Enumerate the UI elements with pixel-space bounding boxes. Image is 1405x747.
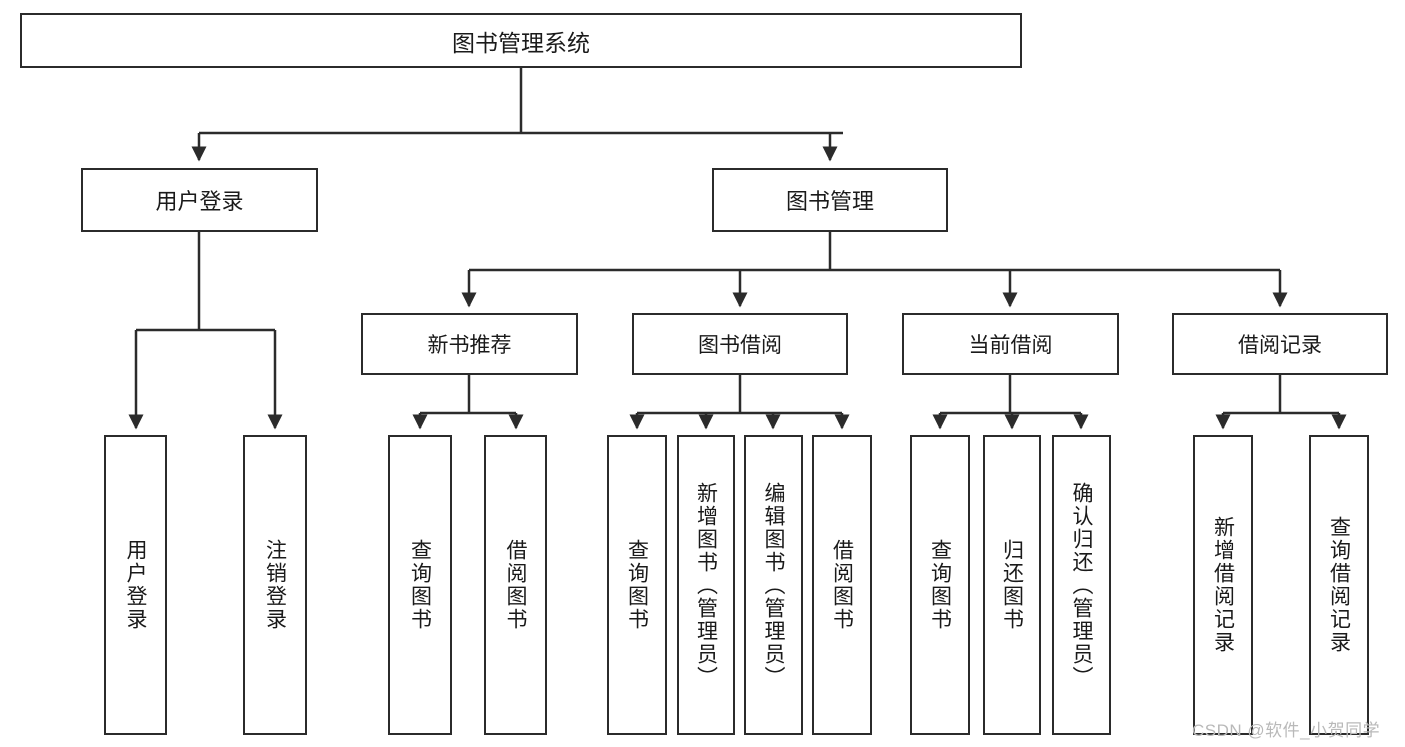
node-root-label: 图书管理系统 [452,29,590,56]
node-leaf-query-record[interactable]: 查询借阅记录 [1309,435,1369,735]
node-leaf-query-book-rec[interactable]: 查询图书 [388,435,452,735]
node-leaf-user-login[interactable]: 用户登录 [104,435,167,735]
node-leaf-borrow-book-bor-label: 借阅图书 [830,539,854,631]
node-new-book-recommend[interactable]: 新书推荐 [361,313,578,375]
node-leaf-query-record-label: 查询借阅记录 [1327,516,1351,654]
node-book-borrow[interactable]: 图书借阅 [632,313,848,375]
node-leaf-confirm-return-label: 确认归还（管理员） [1070,481,1093,689]
node-leaf-query-book-rec-label: 查询图书 [408,539,432,631]
node-book-manage-label: 图书管理 [785,189,874,214]
node-current-borrow[interactable]: 当前借阅 [902,313,1119,375]
node-book-borrow-label: 图书借阅 [698,334,782,357]
node-leaf-user-logout-label: 注销登录 [263,539,287,631]
node-leaf-query-book-cur[interactable]: 查询图书 [910,435,970,735]
node-leaf-edit-book[interactable]: 编辑图书（管理员） [744,435,803,735]
node-leaf-return-book[interactable]: 归还图书 [983,435,1041,735]
node-user-login[interactable]: 用户登录 [81,168,318,232]
node-new-book-recommend-label: 新书推荐 [427,334,512,357]
node-leaf-user-login-label: 用户登录 [124,539,147,631]
node-book-manage[interactable]: 图书管理 [712,168,948,232]
node-leaf-add-book-label: 新增图书（管理员） [694,481,718,689]
node-leaf-confirm-return[interactable]: 确认归还（管理员） [1052,435,1111,735]
node-leaf-borrow-book-bor[interactable]: 借阅图书 [812,435,872,735]
watermark: CSDN @软件_小贺同学 [1192,721,1381,740]
node-leaf-user-logout[interactable]: 注销登录 [243,435,307,735]
node-leaf-query-book-cur-label: 查询图书 [928,539,952,631]
node-leaf-borrow-book-rec[interactable]: 借阅图书 [484,435,547,735]
node-leaf-query-book-bor-label: 查询图书 [625,539,649,631]
node-leaf-add-record-label: 新增借阅记录 [1211,516,1235,654]
node-borrow-record[interactable]: 借阅记录 [1172,313,1388,375]
node-leaf-edit-book-label: 编辑图书（管理员） [762,481,785,689]
node-user-login-label: 用户登录 [155,189,244,214]
node-root[interactable]: 图书管理系统 [20,13,1022,68]
node-leaf-add-book[interactable]: 新增图书（管理员） [677,435,735,735]
node-current-borrow-label: 当前借阅 [968,334,1053,357]
node-leaf-return-book-label: 归还图书 [1000,539,1024,631]
node-borrow-record-label: 借阅记录 [1238,334,1322,357]
node-leaf-borrow-book-rec-label: 借阅图书 [504,539,527,631]
node-leaf-add-record[interactable]: 新增借阅记录 [1193,435,1253,735]
node-leaf-query-book-bor[interactable]: 查询图书 [607,435,667,735]
